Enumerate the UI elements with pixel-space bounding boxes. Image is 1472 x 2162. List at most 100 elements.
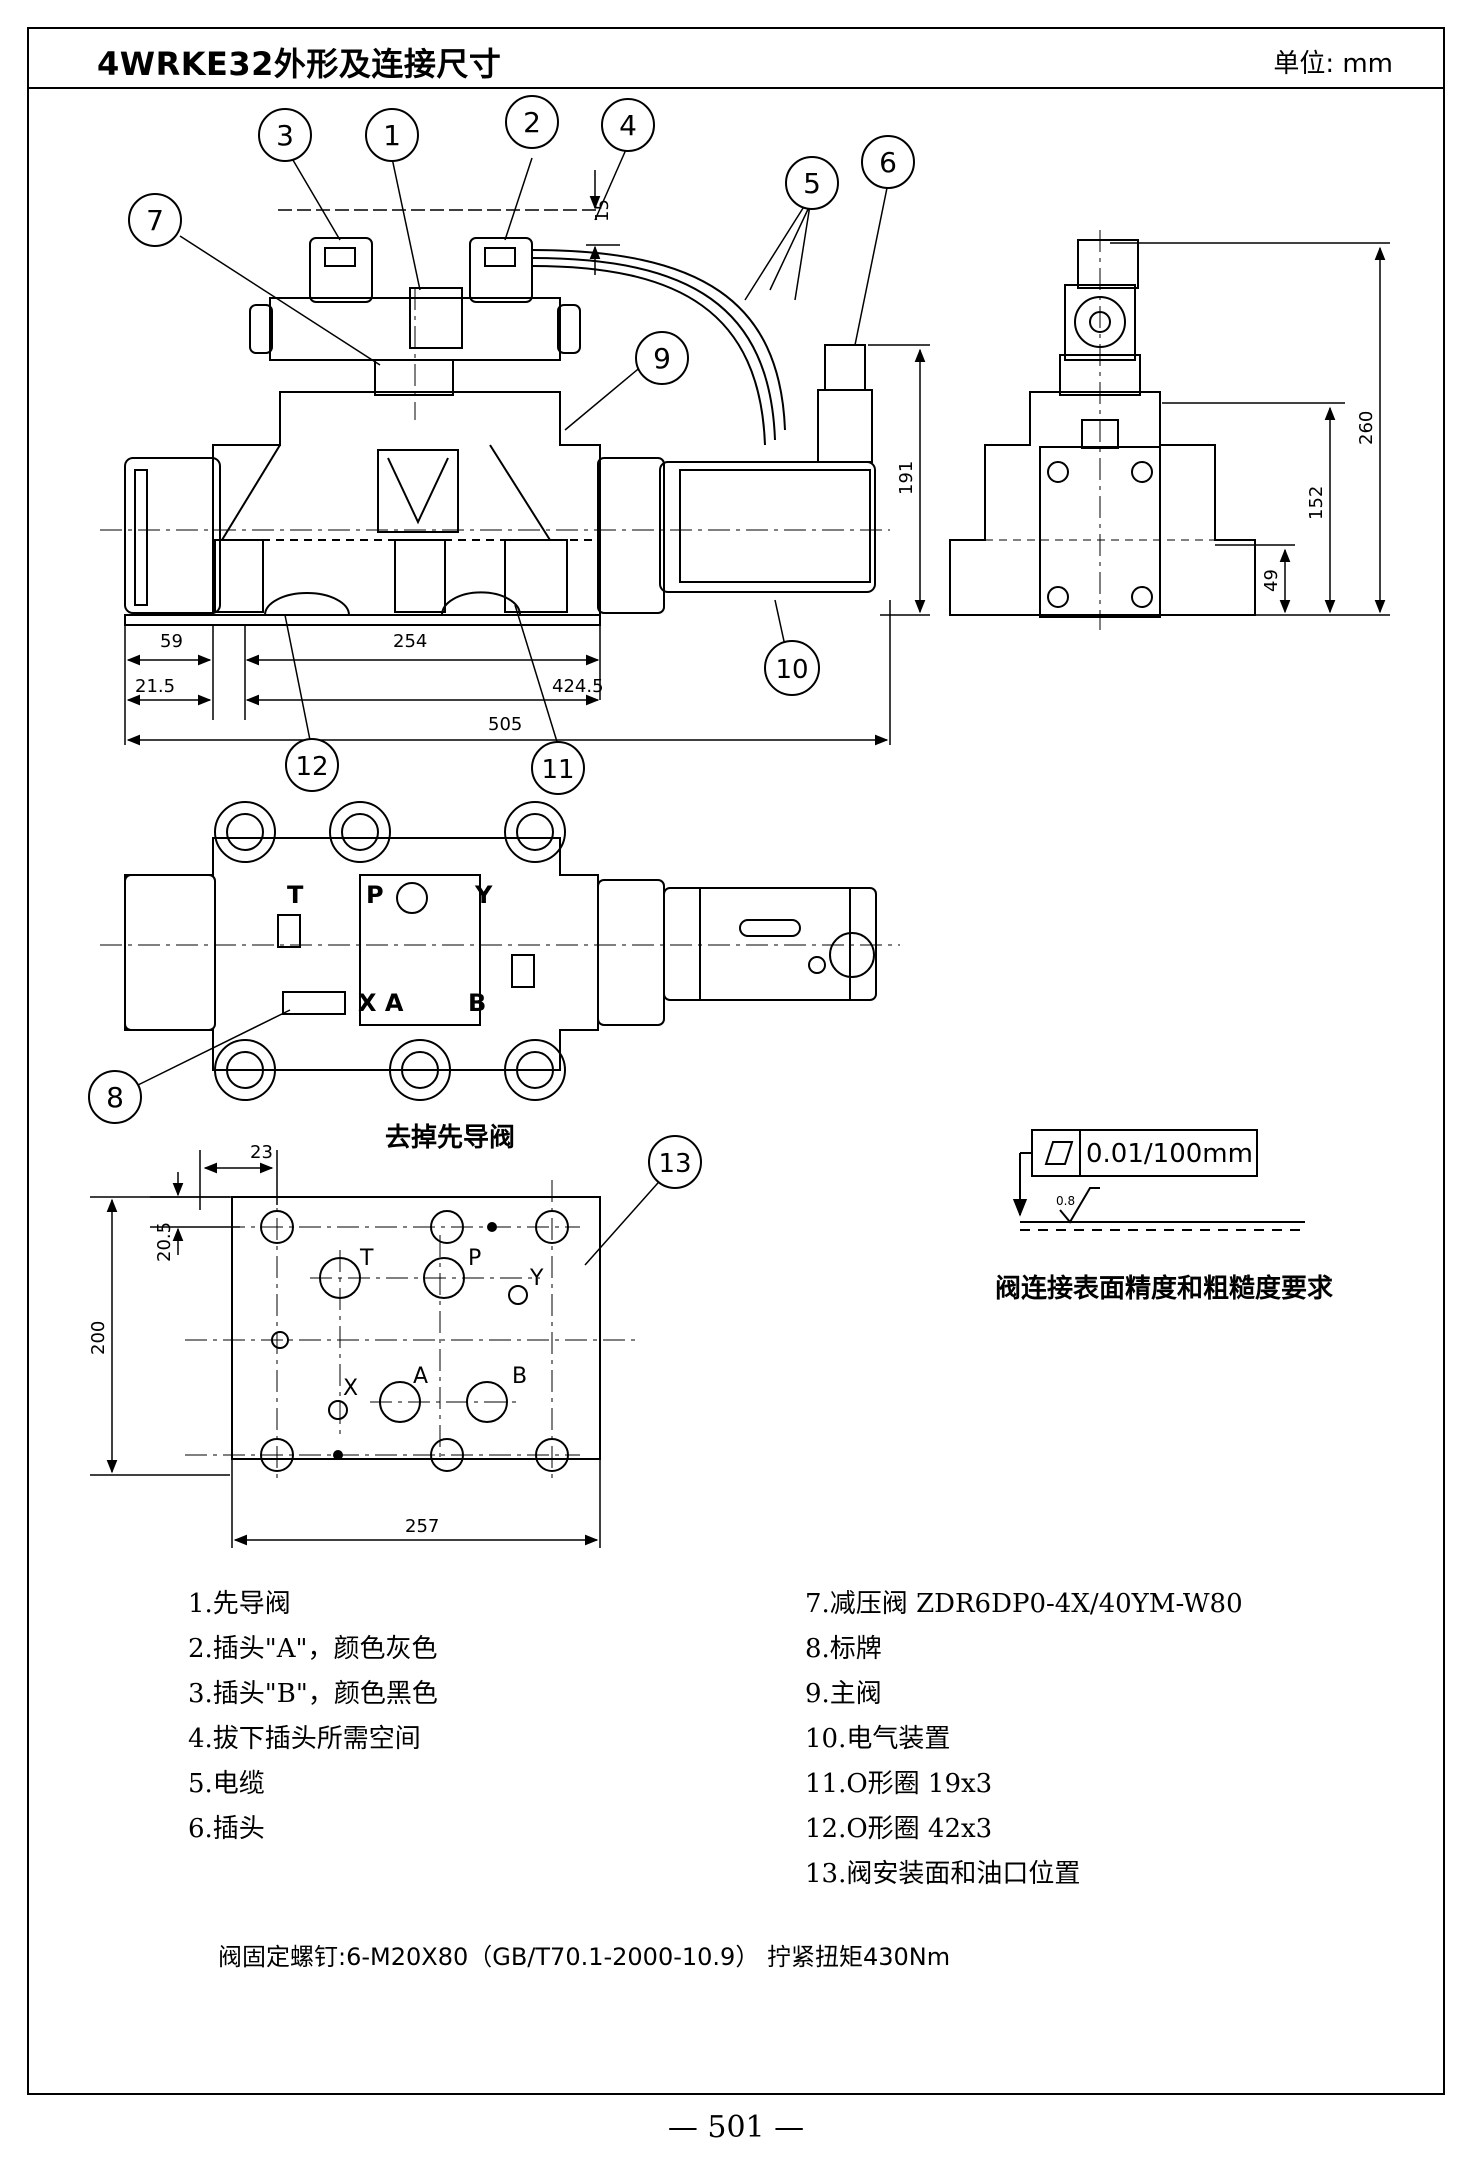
legend-item-5: 5.电缆 (188, 1769, 265, 1799)
page-title: 4WRKE32外形及连接尺寸 (97, 45, 502, 83)
legend-item-6: 6.插头 (188, 1814, 265, 1844)
svg-text:3: 3 (276, 119, 294, 152)
svg-text:11: 11 (541, 755, 574, 785)
oring-19x3 (441, 591, 521, 616)
legend-item-7: 7.减压阀 ZDR6DP0-4X/40YM-W80 (805, 1589, 1243, 1619)
legend-item-9: 9.主阀 (805, 1679, 882, 1709)
top-screw-left (277, 914, 301, 948)
dim-49: 49 (1261, 569, 1282, 592)
port-label-b: B (512, 1364, 527, 1389)
flatness-requirement (1012, 1129, 1305, 1231)
top-label-b: B (468, 989, 486, 1017)
svg-text:2: 2 (523, 106, 541, 139)
balloon-12: 12 (285, 738, 339, 792)
balloon-6: 6 (861, 135, 915, 189)
flatness-value: 0.01/100mm (1086, 1139, 1253, 1169)
mounting-plate (231, 1196, 601, 1460)
dim-23: 23 (250, 1142, 273, 1163)
port-label-x: X (343, 1376, 358, 1401)
port-x (328, 1400, 348, 1420)
side-dimensions (124, 170, 930, 746)
page-frame (27, 27, 1445, 2095)
dim-20-5: 20.5 (154, 1222, 175, 1262)
dim-254: 254 (393, 631, 427, 652)
balloon-8: 8 (88, 1070, 142, 1124)
legend-item-13: 13.阀安装面和油口位置 (805, 1859, 1081, 1889)
legend-item-4: 4.拔下插头所需空间 (188, 1724, 421, 1754)
right-end-cap (597, 457, 665, 614)
top-label-p: P (366, 881, 384, 909)
port-label-t: T (359, 1246, 374, 1271)
unit-label: 单位: mm (1273, 49, 1393, 79)
balloon-1: 1 (365, 108, 419, 162)
svg-text:13: 13 (658, 1149, 691, 1179)
dim-152: 152 (1306, 486, 1327, 520)
side-view (100, 237, 890, 626)
roughness-value: 0.8 (1056, 1194, 1075, 1208)
dim-21-5: 21.5 (135, 676, 175, 697)
end-view (949, 230, 1256, 630)
dim-59: 59 (160, 631, 183, 652)
port-label-p: P (468, 1246, 481, 1271)
leader-lines (137, 144, 889, 1266)
dim-200: 200 (88, 1321, 109, 1355)
port-label-a: A (413, 1364, 428, 1389)
main-valve-body (212, 391, 601, 615)
balloon-3: 3 (258, 108, 312, 162)
dim-424-5: 424.5 (552, 676, 604, 697)
balloon-2: 2 (505, 95, 559, 149)
dim-505: 505 (488, 714, 522, 735)
connector-plug (824, 344, 866, 391)
balloon-7: 7 (128, 193, 182, 247)
legend-item-11: 11.O形圈 19x3 (805, 1769, 993, 1799)
nameplate (282, 991, 346, 1015)
dim-257: 257 (405, 1516, 439, 1537)
svg-text:1: 1 (383, 119, 401, 152)
caption-surface-requirement: 阀连接表面精度和粗糙度要求 (995, 1274, 1334, 1304)
svg-text:8: 8 (106, 1081, 124, 1114)
mounting-surface (185, 1180, 640, 1480)
top-label-t: T (287, 881, 304, 909)
fastening-note: 阀固定螺钉:6-M20X80（GB/T70.1-2000-10.9） 拧紧扭矩4… (218, 1943, 951, 1971)
svg-text:5: 5 (803, 167, 821, 200)
top-view (100, 801, 900, 1101)
balloon-10: 10 (764, 640, 820, 696)
top-screw-right (511, 954, 535, 988)
balloon-9: 9 (635, 331, 689, 385)
page-number: — 501 — (667, 2110, 805, 2145)
header-bar: 4WRKE32外形及连接尺寸 单位: mm (27, 27, 1445, 89)
base-plate (124, 614, 601, 626)
port-y (508, 1285, 528, 1305)
legend-item-2: 2.插头"A"，颜色灰色 (188, 1634, 438, 1664)
electronics-unit (659, 461, 876, 593)
port-label-y: Y (529, 1266, 544, 1291)
top-label-xa: X A (358, 989, 404, 1017)
balloon-5: 5 (785, 156, 839, 210)
legend-item-1: 1.先导阀 (188, 1589, 291, 1619)
svg-text:12: 12 (295, 752, 328, 782)
balloon-13: 13 (648, 1135, 702, 1189)
svg-text:7: 7 (146, 204, 164, 237)
svg-text:4: 4 (619, 109, 637, 142)
caption-remove-pilot: 去掉先导阀 (385, 1123, 516, 1153)
svg-text:6: 6 (879, 146, 897, 179)
balloon-11: 11 (531, 741, 585, 795)
oring-42x3 (264, 592, 350, 616)
legend-left: 1.先导阀 2.插头"A"，颜色灰色 3.插头"B"，颜色黑色 4.拔下插头所需… (188, 1582, 438, 1852)
top-label-y: Y (474, 881, 493, 909)
plug-b (309, 237, 373, 303)
legend-item-3: 3.插头"B"，颜色黑色 (188, 1679, 438, 1709)
balloons: 1 2 3 4 5 6 7 8 9 10 11 12 13 (88, 95, 915, 1189)
balloon-4: 4 (601, 98, 655, 152)
plug-a (469, 237, 533, 303)
legend-item-12: 12.O形圈 42x3 (805, 1814, 993, 1844)
dim-191: 191 (896, 461, 917, 495)
legend-right: 7.减压阀 ZDR6DP0-4X/40YM-W80 8.标牌 9.主阀 10.电… (805, 1582, 1243, 1897)
legend-item-8: 8.标牌 (805, 1634, 882, 1664)
svg-text:10: 10 (775, 655, 808, 685)
dim-260: 260 (1356, 411, 1377, 445)
valve-symbol-box (377, 449, 459, 533)
svg-text:9: 9 (653, 342, 671, 375)
legend-item-10: 10.电气装置 (805, 1724, 951, 1754)
